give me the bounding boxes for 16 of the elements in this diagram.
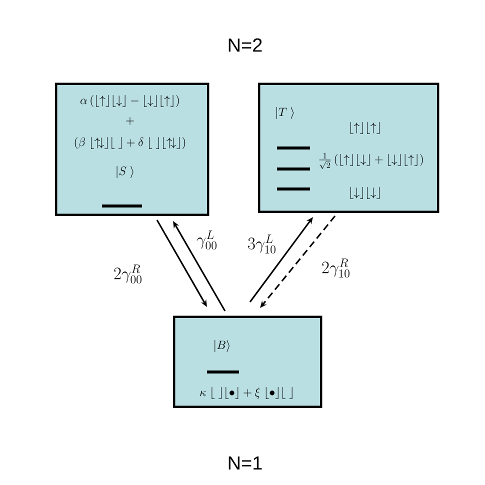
rate-label: $\gamma^{L}_{00}$ [196, 230, 216, 250]
particle-number-label: N=2 [228, 38, 262, 52]
plus-sign: $+$ [126, 117, 134, 125]
particle-number-label: N=1 [228, 456, 262, 470]
state-label: $\left|S\;\right\rangle$ [116, 166, 134, 178]
state-label: $\left|B\right\rangle$ [214, 340, 230, 352]
state-formula: $\lfloor\downarrow\rfloor\lfloor\downarrow\rfloor$ [350, 187, 380, 199]
rate-label: $2\gamma^{R}_{10}$ [322, 258, 350, 278]
state-formula: $\lfloor\uparrow\rfloor\lfloor\uparrow\rfloor$ [350, 122, 380, 134]
state-formula: $\left(\beta\;\lfloor\uparrow\!\downarrow\rfloor\lfloor\;\rfloor + \delta\;\lfloor\;\rfloor\lfloor\uparrow\!\downarrow\rfloor\right)$ [74, 137, 186, 150]
state-formula: $\frac{1}{\sqrt{2}}\left(\lfloor\uparrow\rfloor\lfloor\downarrow\rfloor + \lfloor\downarrow\rfloor\lfloor\uparrow\rfloor\right)$ [319, 152, 423, 169]
rate-label: $3\gamma^{L}_{10}$ [248, 234, 276, 254]
state-formula: $\alpha\left(\lfloor\uparrow\rfloor\lfloor\downarrow\rfloor - \lfloor\downarrow\rfloor\lfloor\uparrow\rfloor\right)$ [80, 95, 179, 108]
state-formula: $\kappa\;\lfloor\;\rfloor\lfloor\bullet\rfloor+\xi\;\lfloor\bullet\rfloor\lfloor\;\rfloor$ [200, 387, 292, 399]
rate-label: $2\gamma^{R}_{00}$ [114, 264, 142, 284]
state-label: $\left|T\;\right\rangle$ [276, 107, 294, 119]
